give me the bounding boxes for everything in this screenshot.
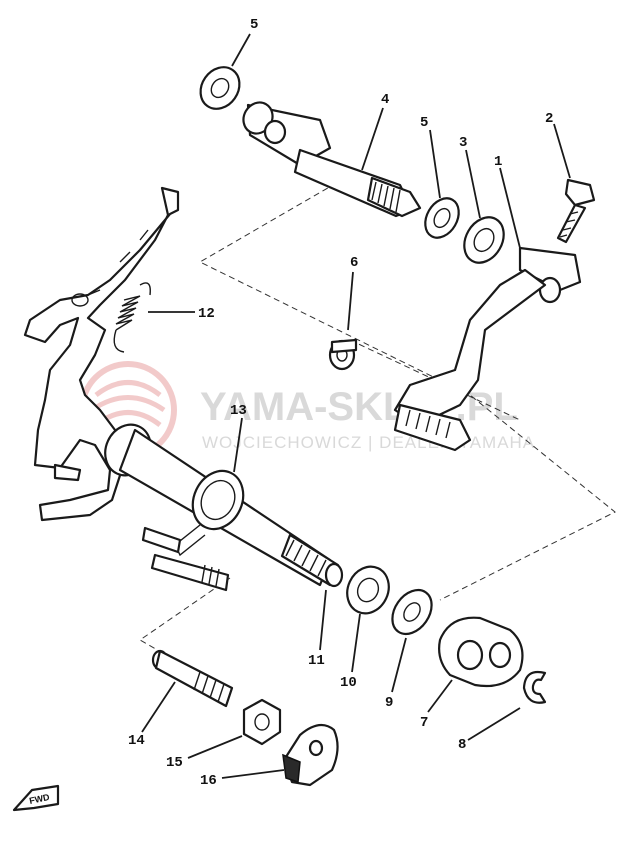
callouts: 5 4 5 3 2 1 6 12 13 11 10 9 7 8 14 15 16 [128, 17, 553, 789]
callout-13: 13 [230, 403, 247, 419]
part-10-bush [346, 565, 390, 615]
part-1-shift-pedal [393, 246, 582, 452]
callout-9: 9 [385, 695, 393, 711]
shift-lever-plate [23, 186, 180, 522]
callout-5: 5 [420, 115, 428, 131]
callout-16: 16 [200, 773, 217, 789]
shift-shaft-assembly [104, 423, 344, 592]
callout-2: 2 [545, 111, 553, 127]
fwd-arrow-icon: FWD [12, 784, 60, 812]
callout-1: 1 [494, 154, 502, 170]
callout-12: 12 [198, 306, 215, 322]
part-5-washer [424, 197, 460, 239]
part-15-nut [242, 698, 282, 746]
callout-15: 15 [166, 755, 183, 771]
part-5-washer-top [199, 66, 241, 110]
part-12-spring [113, 282, 151, 353]
callout-7: 7 [420, 715, 428, 731]
part-2-bolt [556, 178, 596, 244]
part-16-plate [282, 723, 339, 787]
part-4-upper-shaft [242, 101, 422, 218]
part-3-seal [463, 216, 505, 264]
callout-8: 8 [458, 737, 466, 753]
callout-11: 11 [308, 653, 325, 669]
part-6-collar [328, 338, 358, 371]
callout-14: 14 [128, 733, 145, 749]
part-14-stud [151, 649, 234, 708]
callout-10: 10 [340, 675, 357, 691]
callout-5-top: 5 [250, 17, 258, 33]
watermark-subtitle: WOJCIECHOWICZ | DEALER YAMAHA [202, 433, 535, 452]
callout-4: 4 [381, 92, 389, 108]
part-9-washer [391, 588, 433, 636]
callout-6: 6 [350, 255, 358, 271]
part-7-cam [438, 616, 524, 688]
fwd-label: FWD [28, 792, 51, 806]
part-8-circlip [522, 670, 547, 704]
leader-lines [141, 33, 571, 779]
callout-3: 3 [459, 135, 467, 151]
